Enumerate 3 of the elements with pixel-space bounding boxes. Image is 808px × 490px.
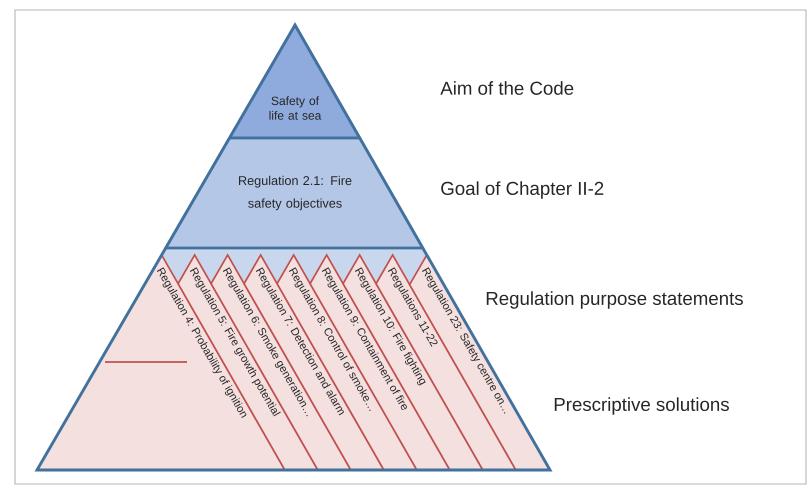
level-label: Goal of Chapter II-2 [441, 181, 604, 199]
level-label: Aim of the Code [440, 81, 574, 95]
level-label: Prescriptive solutions [554, 397, 729, 415]
